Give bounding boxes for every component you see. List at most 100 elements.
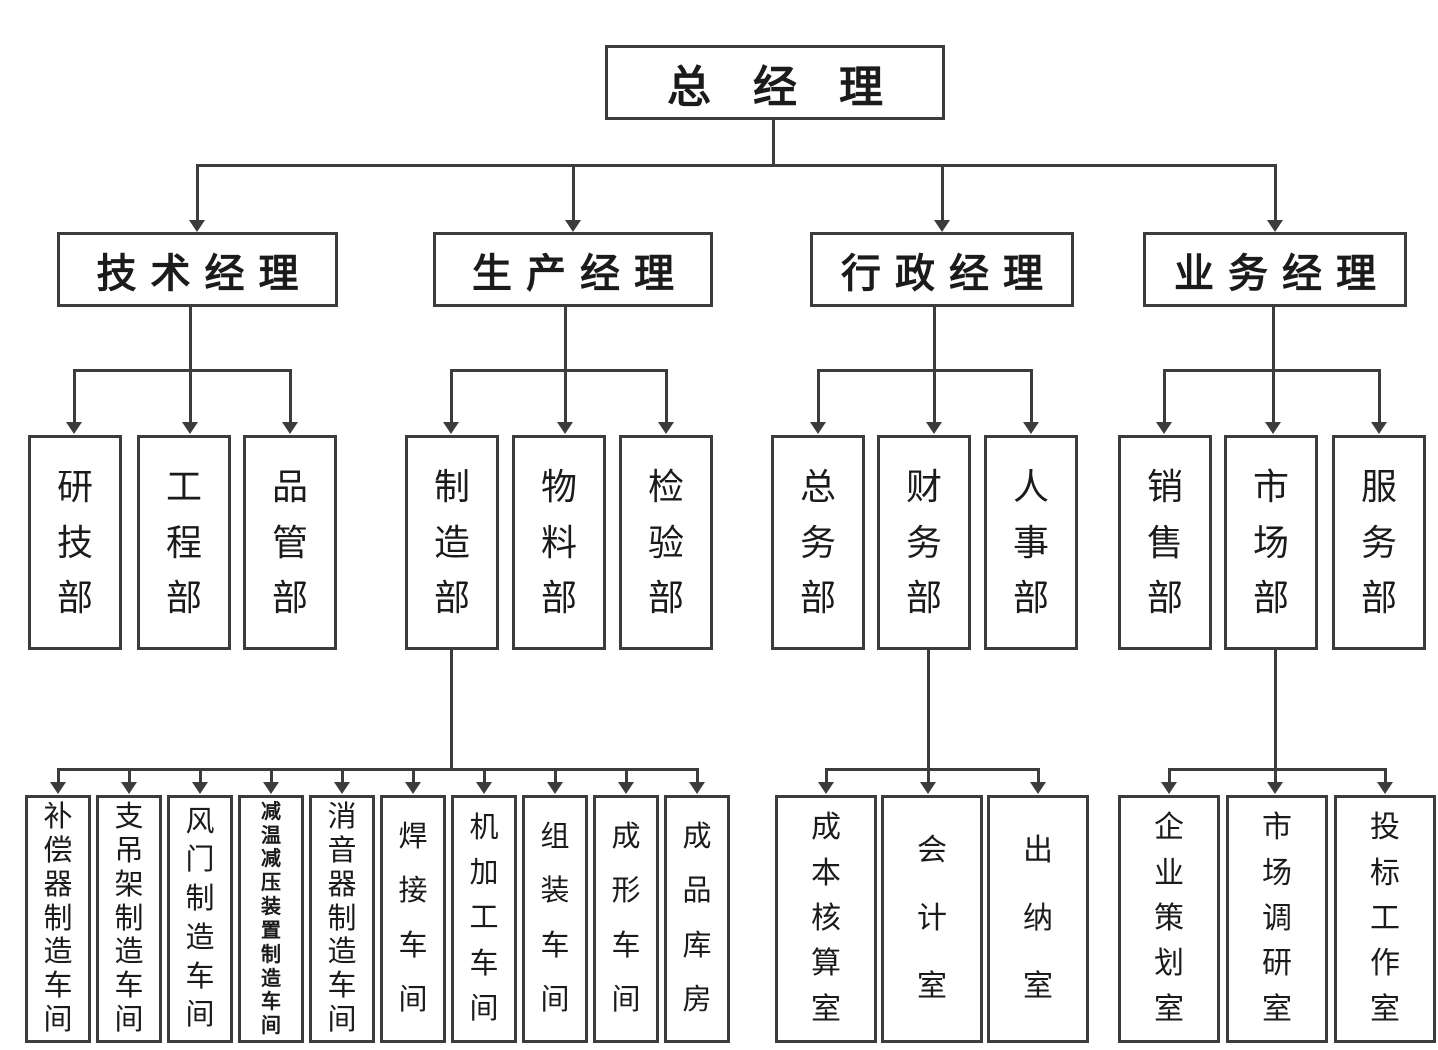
node-label: 总务部 [799,466,836,618]
node-label: 市场调研室 [1262,811,1292,1026]
connector [73,369,76,423]
arrow-down-icon [1161,782,1177,794]
node-label: 成形车间 [611,821,641,1016]
node-label: 制造部 [433,466,470,618]
arrow-down-icon [1265,422,1281,434]
office-cost-accounting: 成本核算室 [775,795,877,1043]
node-label: 风门制造车间 [185,805,215,1032]
workshop-forming: 成形车间 [593,795,659,1043]
dept-inspection: 检验部 [619,435,713,650]
connector [817,369,820,423]
dept-quality: 品管部 [243,435,337,650]
arrow-down-icon [1030,782,1046,794]
connector [196,165,199,222]
connector [1037,768,1040,784]
node-label: 工程部 [165,466,202,618]
node-general-manager: 总经理 [605,45,945,120]
office-accounting: 会计室 [881,795,983,1043]
connector [696,768,699,784]
office-enterprise-planning: 企业策划室 [1118,795,1220,1043]
connector [57,768,699,771]
arrow-down-icon [565,220,581,232]
node-label: 行政经理 [841,251,1057,296]
connector [625,768,628,784]
node-label: 销售部 [1146,466,1183,618]
node-label: 支吊架制造车间 [114,800,144,1037]
office-market-research: 市场调研室 [1226,795,1328,1043]
node-label: 生产经理 [472,251,688,296]
arrow-down-icon [557,422,573,434]
connector [73,369,292,372]
arrow-down-icon [405,782,421,794]
connector [1163,369,1380,372]
arrow-down-icon [920,782,936,794]
workshop-damper: 风门制造车间 [167,795,233,1043]
connector [270,768,273,784]
arrow-down-icon [818,782,834,794]
connector [825,768,1040,771]
node-production-manager: 生产经理 [433,232,713,307]
arrow-down-icon [689,782,705,794]
arrow-down-icon [66,422,82,434]
arrow-down-icon [121,782,137,794]
connector [199,768,202,784]
connector [196,164,1277,167]
arrow-down-icon [1371,422,1387,434]
workshop-support-hanger: 支吊架制造车间 [96,795,162,1043]
dept-engineering: 工程部 [137,435,231,650]
arrow-down-icon [1377,782,1393,794]
workshop-compensator: 补偿器制造车间 [25,795,91,1043]
node-label: 焊接车间 [398,821,428,1016]
node-label: 成本核算室 [811,811,841,1026]
workshop-finished-goods-warehouse: 成品库房 [664,795,730,1043]
connector [1384,768,1387,784]
connector [1378,369,1381,423]
dept-service: 服务部 [1332,435,1426,650]
arrow-down-icon [547,782,563,794]
arrow-down-icon [1156,422,1172,434]
arrow-down-icon [618,782,634,794]
connector [1168,768,1386,771]
node-label: 物料部 [540,466,577,618]
connector [450,650,453,771]
connector [483,768,486,784]
node-label: 市场部 [1252,466,1289,618]
node-technical-manager: 技术经理 [57,232,338,307]
connector [57,768,60,784]
arrow-down-icon [1023,422,1039,434]
dept-materials: 物料部 [512,435,606,650]
connector [1163,369,1166,423]
connector [941,165,944,222]
connector [1274,650,1277,783]
node-label: 检验部 [647,466,684,618]
node-label: 财务部 [905,466,942,618]
dept-marketing: 市场部 [1224,435,1318,650]
arrow-down-icon [1267,782,1283,794]
node-label: 业务经理 [1174,251,1390,296]
arrow-down-icon [189,220,205,232]
node-label: 总经理 [667,62,925,112]
node-label: 消音器制造车间 [327,800,357,1037]
connector [1274,165,1277,222]
connector [665,369,668,423]
connector [289,369,292,423]
connector [341,768,344,784]
node-business-manager: 业务经理 [1143,232,1407,307]
dept-hr: 人事部 [984,435,1078,650]
node-label: 品管部 [271,466,308,618]
office-cashier: 出纳室 [987,795,1089,1043]
arrow-down-icon [50,782,66,794]
arrow-down-icon [476,782,492,794]
arrow-down-icon [263,782,279,794]
arrow-down-icon [282,422,298,434]
dept-finance: 财务部 [877,435,971,650]
connector [817,369,1033,372]
office-bidding: 投标工作室 [1334,795,1436,1043]
connector [1030,369,1033,423]
node-label: 人事部 [1012,466,1049,618]
arrow-down-icon [658,422,674,434]
arrow-down-icon [926,422,942,434]
node-label: 减温减压装置制造车间 [261,800,281,1038]
connector [189,307,192,423]
